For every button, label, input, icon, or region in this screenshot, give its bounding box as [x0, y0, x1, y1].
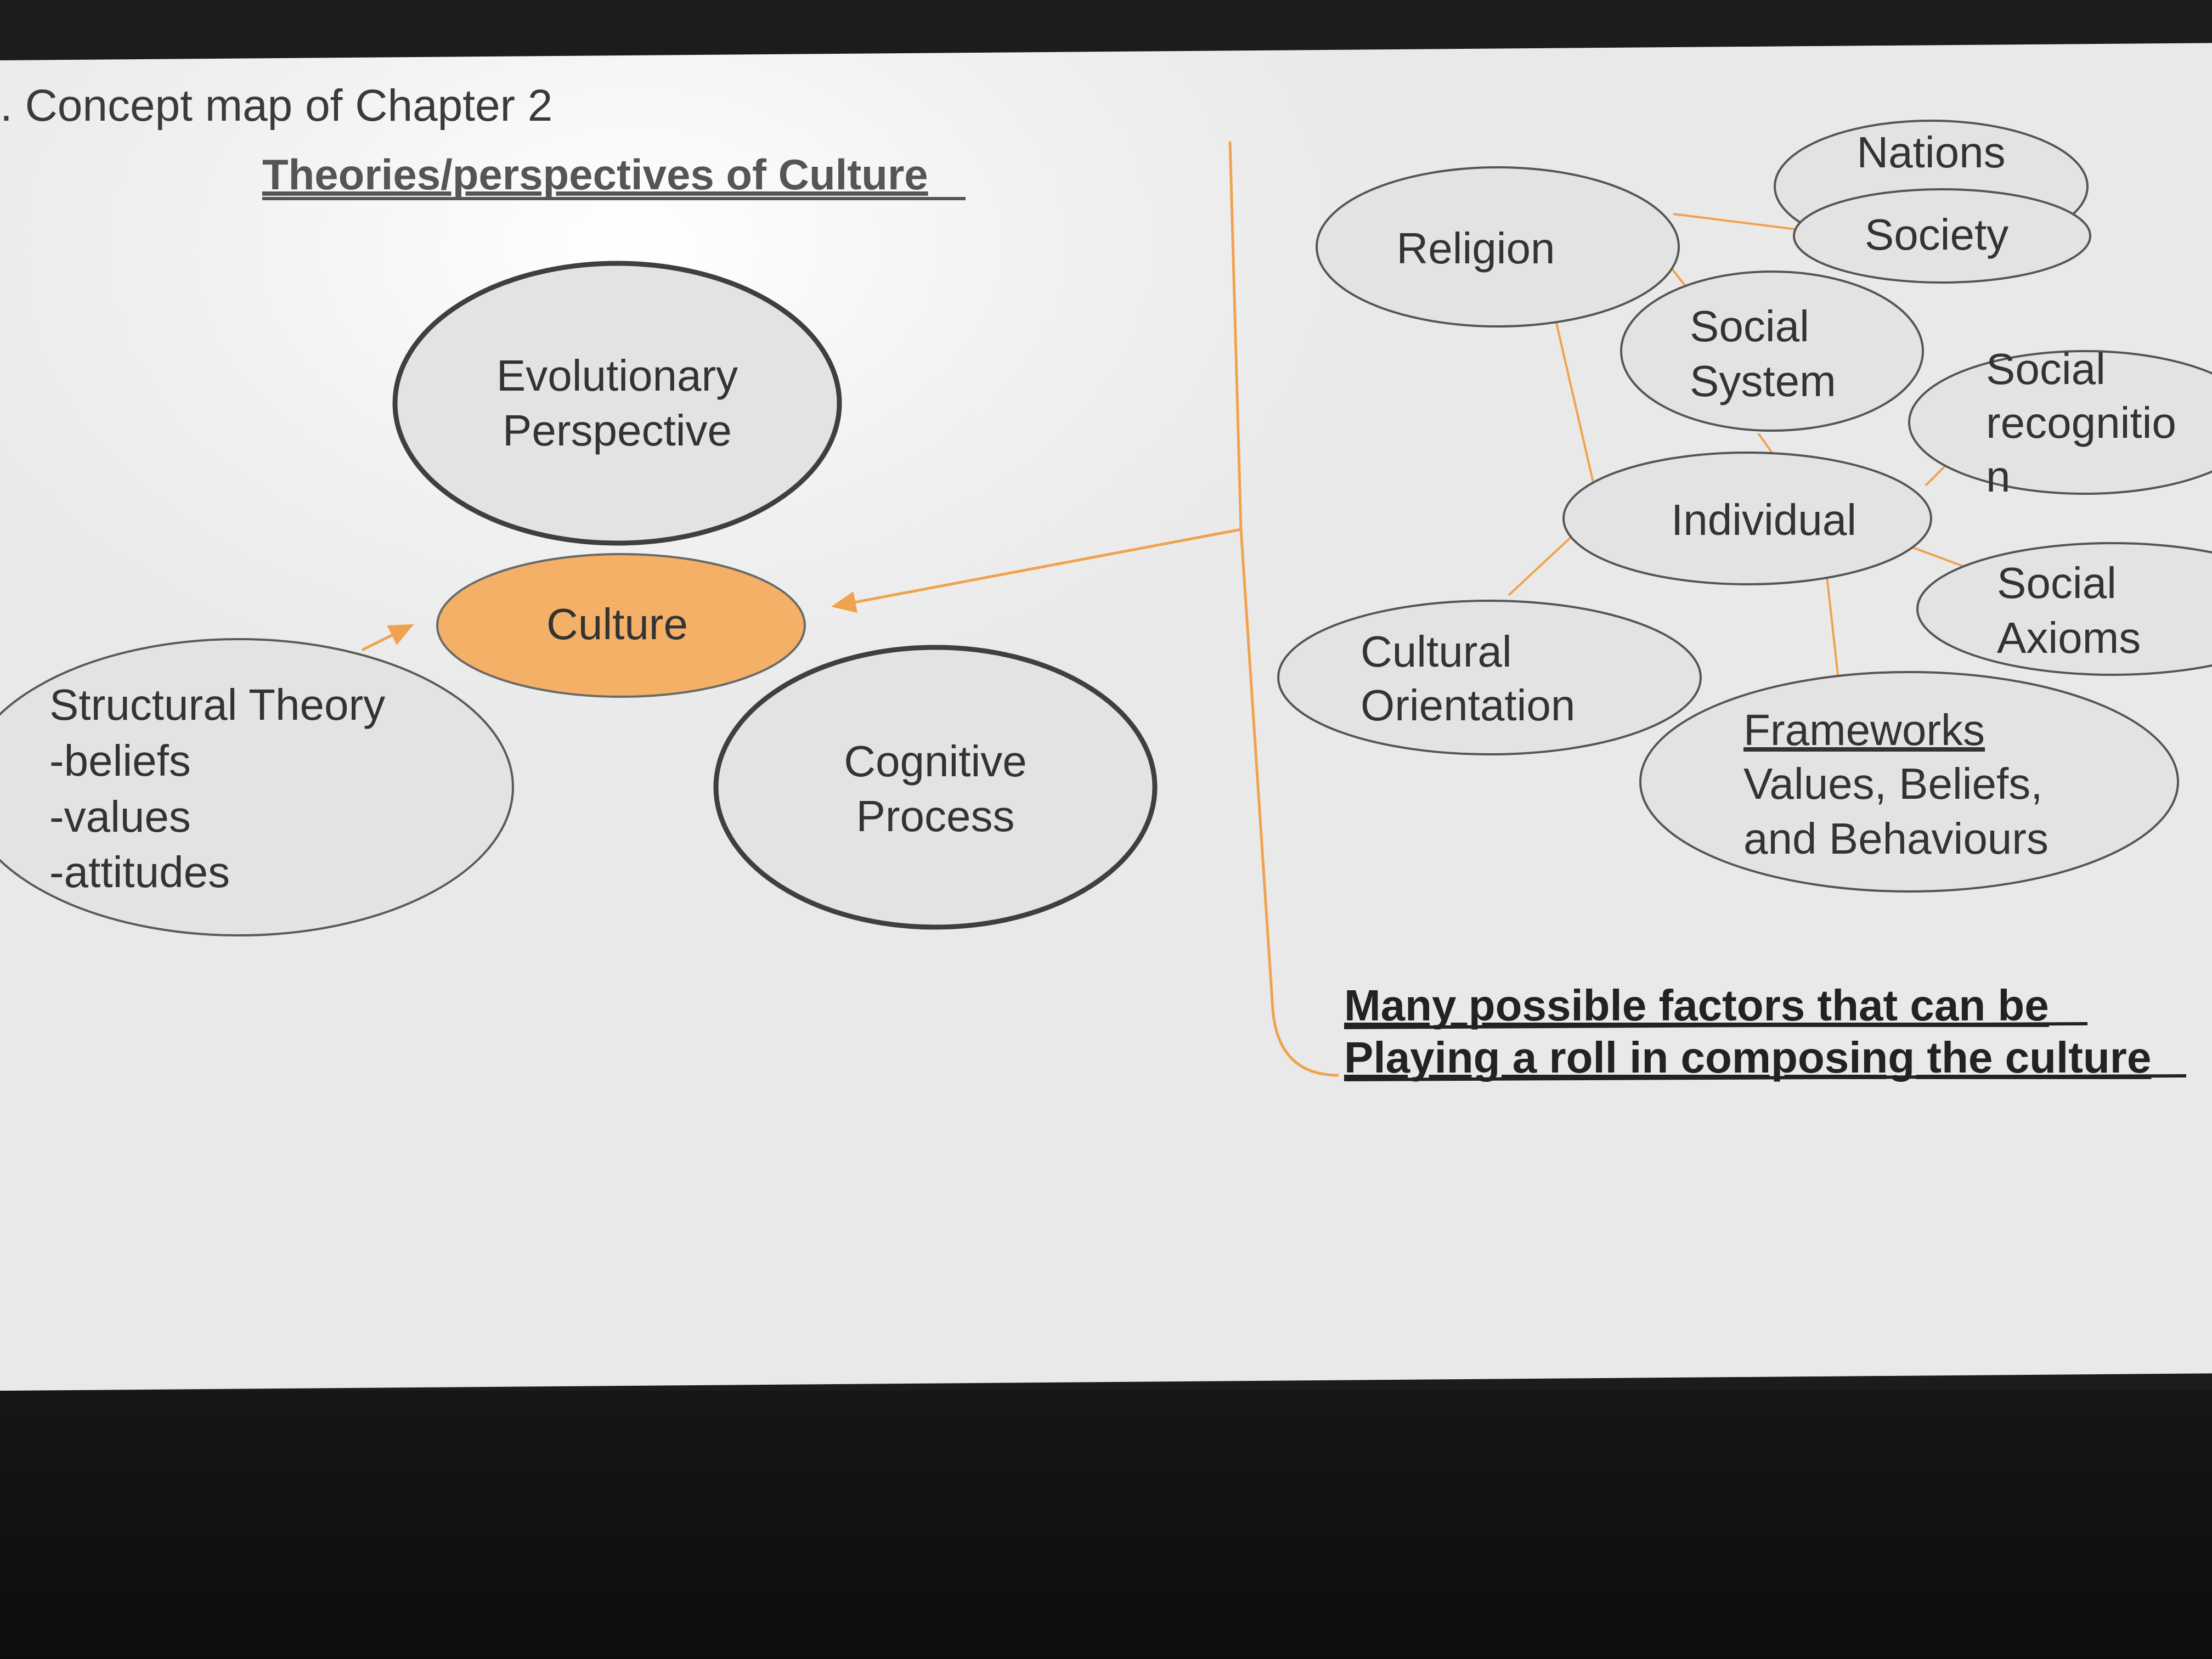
social-system-line-1: Social [1690, 302, 1809, 351]
social-axioms-line-2: Axioms [1997, 613, 2141, 662]
culture-label: Culture [546, 600, 688, 648]
connector-bracket-culture [831, 528, 1242, 613]
society-label: Society [1865, 210, 2008, 259]
social-axioms-node: Social Axioms [1916, 542, 2212, 676]
social-axioms-line-1: Social [1997, 558, 2117, 607]
religion-node: Religion [1316, 166, 1680, 328]
social-recognition-line-3: n [1986, 452, 2011, 501]
note-line-2: Playing a roll in composing the culture [1344, 1033, 2151, 1082]
frameworks-line-3: and Behaviours [1743, 814, 2049, 863]
structural-line-4: -attitudes [49, 848, 230, 896]
individual-label: Individual [1671, 495, 1857, 544]
frameworks-line-2: Values, Beliefs, [1743, 759, 2042, 808]
religion-label: Religion [1396, 224, 1555, 273]
structural-theory-node: Structural Theory -beliefs -values -atti… [0, 638, 514, 936]
cognitive-line-1: Cognitive [844, 737, 1027, 786]
social-recognition-line-2: recognitio [1986, 398, 2176, 447]
structural-line-1: Structural Theory [49, 680, 385, 729]
factors-bracket [1228, 141, 1339, 1077]
culture-node: Culture [436, 553, 806, 698]
connector-structural-culture [361, 624, 414, 652]
social-system-node: Social System [1620, 270, 1924, 432]
slide-title: . Concept map of Chapter 2 [0, 81, 552, 131]
structural-line-3: -values [49, 792, 191, 841]
cultural-orientation-line-1: Cultural [1361, 627, 1512, 676]
frameworks-node: Frameworks Values, Beliefs, and Behaviou… [1639, 671, 2179, 893]
society-node: Society [1793, 188, 2091, 284]
individual-node: Individual [1562, 452, 1932, 585]
section-heading: Theories/perspectives of Culture [262, 150, 928, 199]
social-recognition-node: Social recognitio n [1908, 345, 2212, 501]
nations-label: Nations [1857, 128, 2005, 177]
cognitive-line-2: Process [856, 792, 1015, 840]
frameworks-line-1: Frameworks [1743, 706, 1985, 754]
monitor-bezel [0, 1391, 2212, 1659]
note-underline-2 [1344, 1074, 2187, 1081]
evolutionary-line-1: Evolutionary [496, 351, 738, 400]
cultural-orientation-node: Cultural Orientation [1277, 600, 1702, 755]
cultural-orientation-line-2: Orientation [1361, 681, 1575, 730]
structural-line-2: -beliefs [49, 736, 191, 785]
social-system-line-2: System [1690, 357, 1836, 405]
evolutionary-perspective-node: Evolutionary Perspective [392, 261, 842, 546]
note-line-1: Many possible factors that can be [1344, 981, 2049, 1030]
evolutionary-line-2: Perspective [503, 406, 732, 455]
social-recognition-line-1: Social [1986, 345, 2106, 393]
cognitive-process-node: Cognitive Process [713, 645, 1158, 930]
note-underline-1 [1344, 1022, 2088, 1029]
